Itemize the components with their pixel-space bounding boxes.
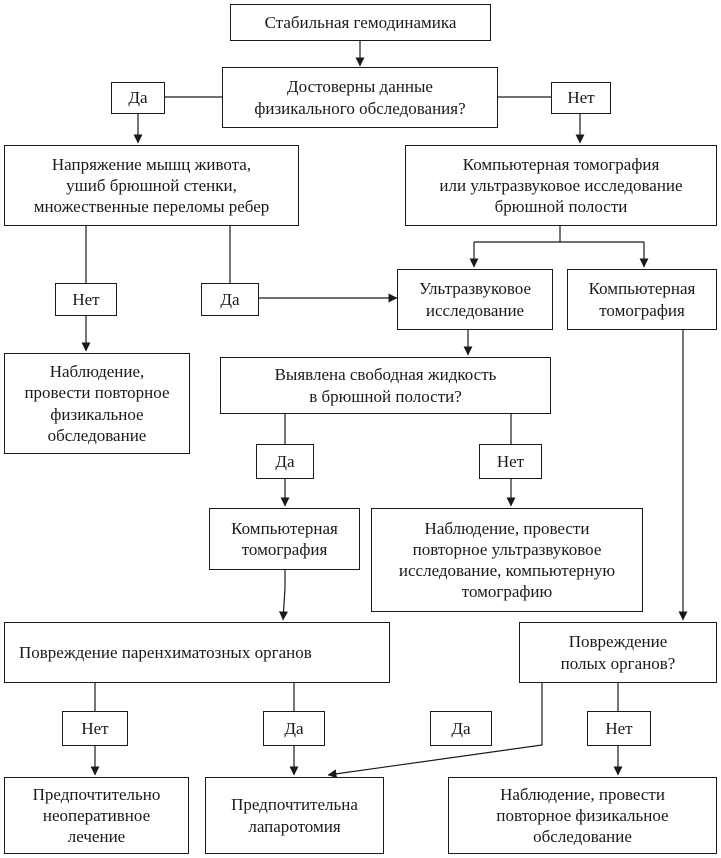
node-ultrasound: Ультразвуковое исследование xyxy=(397,269,553,330)
label-reliable-yes: Да xyxy=(111,82,165,114)
label-fluid-yes: Да xyxy=(256,444,314,479)
node-stable-hemodynamics: Стабильная гемодинамика xyxy=(230,4,491,41)
node-free-fluid: Выявлена свободная жидкость в брюшной по… xyxy=(220,357,551,414)
node-observe-exam: Наблюдение, провести повторное физикальн… xyxy=(4,353,190,454)
label-fluid-no: Нет xyxy=(479,444,542,479)
node-exam-reliable: Достоверны данные физикального обследова… xyxy=(222,67,498,128)
node-laparotomy: Предпочтительна лапаротомия xyxy=(205,777,384,854)
edge-hollow-yes xyxy=(327,683,543,779)
node-parenchymal-injury: Повреждение паренхиматозных органов xyxy=(4,622,390,683)
edge-ctmid-parench xyxy=(279,570,289,621)
node-ct-right: Компьютерная томография xyxy=(567,269,717,330)
label-parenchymal-no: Нет xyxy=(62,711,128,746)
label-reliable-no: Нет xyxy=(551,82,611,114)
node-abdominal-signs: Напряжение мышц живота, ушиб брюшной сте… xyxy=(4,145,299,226)
label-signs-no: Нет xyxy=(55,283,117,316)
node-observe-final: Наблюдение, провести повторное физикальн… xyxy=(448,777,717,854)
node-hollow-injury: Повреждение полых органов? xyxy=(519,622,717,683)
label-hollow-no: Нет xyxy=(587,711,651,746)
node-ct-or-us: Компьютерная томография или ультразвуков… xyxy=(405,145,717,226)
label-signs-yes: Да xyxy=(201,283,259,316)
node-nonoperative: Предпочтительно неоперативное лечение xyxy=(4,777,189,854)
node-ct-middle: Компьютерная томография xyxy=(209,508,360,570)
node-observe-us: Наблюдение, провести повторное ультразву… xyxy=(371,508,643,612)
label-hollow-yes: Да xyxy=(430,711,492,746)
label-parenchymal-yes: Да xyxy=(263,711,325,746)
